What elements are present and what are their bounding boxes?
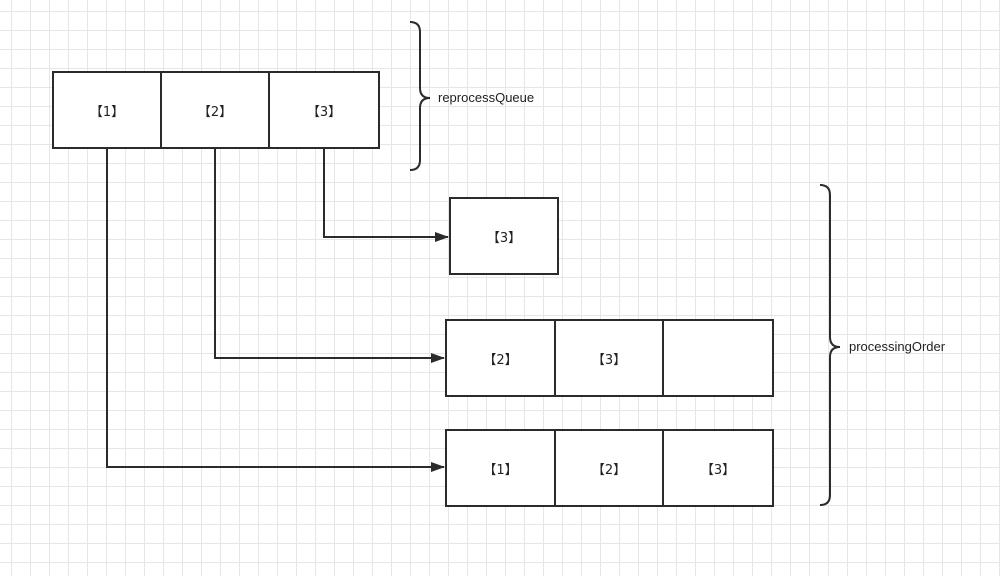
processing-order-row3-cell-2: 【2】	[554, 429, 664, 507]
processing-order-row2-cell-2: 【3】	[554, 319, 664, 397]
processing-order-row3-cell-3: 【3】	[662, 429, 774, 507]
reprocess-queue-cell-3: 【3】	[268, 71, 380, 149]
reprocess-queue-cell-1: 【1】	[52, 71, 162, 149]
cell-label: 【2】	[591, 462, 627, 478]
cell-label: 【3】	[306, 104, 342, 120]
cell-label: 【2】	[197, 104, 233, 120]
connector-cell3-to-row1	[323, 148, 449, 242]
cell-label: 【3】	[591, 352, 627, 368]
processing-order-row3-cell-1: 【1】	[445, 429, 556, 507]
processing-order-label: processingOrder	[849, 339, 946, 354]
reprocess-queue-brace	[409, 21, 431, 171]
reprocess-queue-cell-2: 【2】	[160, 71, 270, 149]
processing-order-brace	[819, 184, 841, 506]
connector-cell2-to-row2	[214, 148, 445, 363]
cell-label: 【3】	[700, 462, 736, 478]
processing-order-row1-cell-1: 【3】	[449, 197, 559, 275]
cell-label: 【3】	[486, 230, 522, 246]
processing-order-row2-cell-1: 【2】	[445, 319, 556, 397]
cell-label: 【2】	[483, 352, 518, 368]
cell-label: 【1】	[483, 462, 518, 478]
connector-cell1-to-row3	[106, 148, 445, 472]
reprocess-queue-label: reprocessQueue	[438, 90, 535, 105]
cell-label: 【1】	[89, 104, 125, 120]
processing-order-row2-cell-3	[662, 319, 774, 397]
